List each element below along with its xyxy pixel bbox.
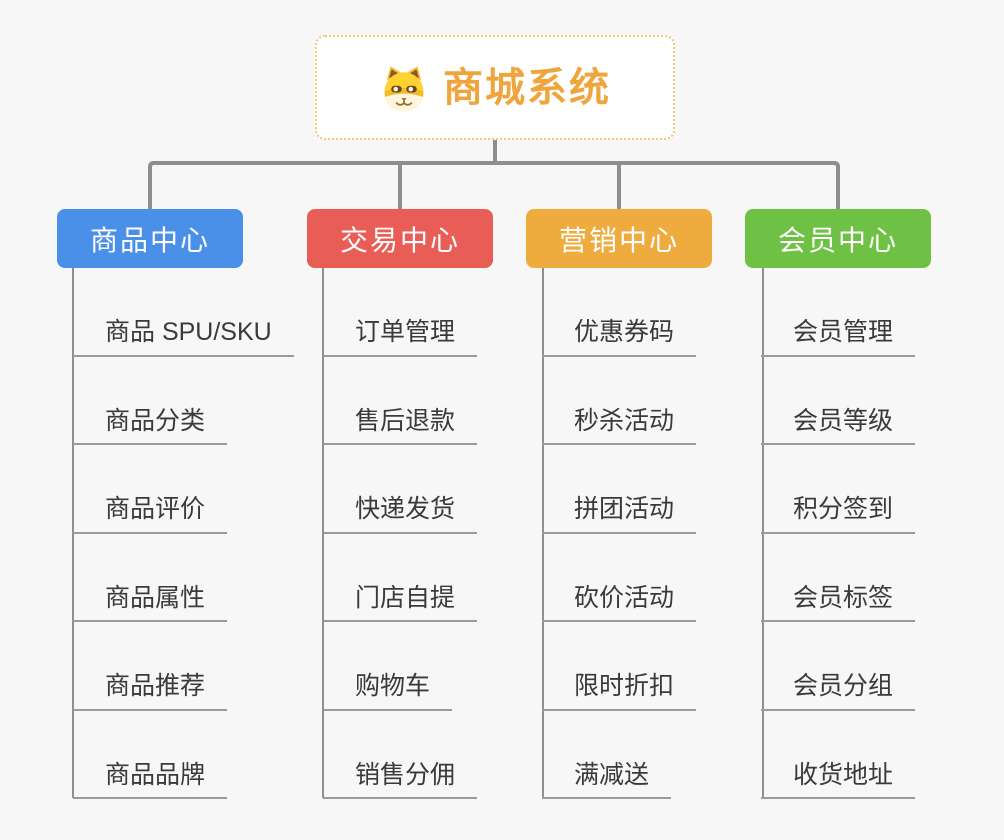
branch-label: 商品中心 [89,224,210,256]
branch-header-product-center[interactable]: 商品中心 [57,209,243,268]
node-product-recommend[interactable]: 商品推荐 [73,622,317,711]
node-group-buy[interactable]: 拼团活动 [542,445,786,534]
node-sales-commission[interactable]: 销售分佣 [323,711,567,799]
node-shipping-address[interactable]: 收货地址 [761,711,1004,799]
branch-items: 优惠券码 秒杀活动 拼团活动 砍价活动 限时折扣 满减送 [542,268,786,799]
node-label: 会员等级 [761,405,916,445]
node-label: 满减送 [542,759,672,799]
node-full-reduction[interactable]: 满减送 [542,711,786,799]
node-label: 订单管理 [323,316,478,357]
node-member-tag[interactable]: 会员标签 [761,534,1004,622]
node-member-management[interactable]: 会员管理 [761,268,1004,357]
node-label: 商品评价 [73,493,228,534]
branch-items: 会员管理 会员等级 积分签到 会员标签 会员分组 收货地址 [761,268,1004,799]
node-label: 优惠券码 [542,316,697,357]
branch-label: 营销中心 [558,224,679,256]
node-label: 限时折扣 [542,670,697,711]
branch-product-center: 商品中心 商品 SPU/SKU 商品分类 商品评价 商品属性 商品推荐 商品品牌 [57,209,317,799]
node-product-spu-sku[interactable]: 商品 SPU/SKU [73,268,317,357]
node-label: 砍价活动 [542,582,697,622]
node-member-level[interactable]: 会员等级 [761,357,1004,445]
node-points-checkin[interactable]: 积分签到 [761,445,1004,534]
node-label: 积分签到 [761,493,916,534]
node-label: 会员分组 [761,670,916,711]
node-label: 快递发货 [323,493,478,534]
node-label: 商品推荐 [73,670,228,711]
node-order-management[interactable]: 订单管理 [323,268,567,357]
branch-member-center: 会员中心 会员管理 会员等级 积分签到 会员标签 会员分组 收货地址 [745,209,1004,799]
node-label: 门店自提 [323,582,478,622]
node-express-shipping[interactable]: 快递发货 [323,445,567,534]
node-label: 拼团活动 [542,493,697,534]
branch-header-marketing-center[interactable]: 营销中心 [526,209,712,268]
node-label: 秒杀活动 [542,405,697,445]
branch-label: 会员中心 [777,224,898,256]
branch-header-trade-center[interactable]: 交易中心 [307,209,493,268]
node-product-attribute[interactable]: 商品属性 [73,534,317,622]
node-label: 商品 SPU/SKU [73,316,294,357]
branch-items: 商品 SPU/SKU 商品分类 商品评价 商品属性 商品推荐 商品品牌 [73,268,317,799]
node-label: 会员管理 [761,316,916,357]
node-label: 销售分佣 [323,759,478,799]
node-aftersale-refund[interactable]: 售后退款 [323,357,567,445]
node-label: 商品属性 [73,582,228,622]
root-node-mall-system[interactable]: 商城系统 [315,35,675,140]
node-label: 收货地址 [761,759,916,799]
node-label: 售后退款 [323,405,478,445]
node-label: 商品分类 [73,405,228,445]
root-title: 商城系统 [443,65,611,110]
branch-header-member-center[interactable]: 会员中心 [745,209,931,268]
dog-face-icon [384,65,424,111]
node-shopping-cart[interactable]: 购物车 [323,622,567,711]
node-product-brand[interactable]: 商品品牌 [73,711,317,799]
branch-marketing-center: 营销中心 优惠券码 秒杀活动 拼团活动 砍价活动 限时折扣 满减送 [526,209,786,799]
branch-items: 订单管理 售后退款 快递发货 门店自提 购物车 销售分佣 [323,268,567,799]
node-bargain-activity[interactable]: 砍价活动 [542,534,786,622]
node-product-review[interactable]: 商品评价 [73,445,317,534]
node-limited-time-discount[interactable]: 限时折扣 [542,622,786,711]
node-label: 购物车 [323,670,453,711]
node-product-category[interactable]: 商品分类 [73,357,317,445]
node-member-group[interactable]: 会员分组 [761,622,1004,711]
branch-label: 交易中心 [339,224,460,256]
node-flash-sale[interactable]: 秒杀活动 [542,357,786,445]
node-store-pickup[interactable]: 门店自提 [323,534,567,622]
node-coupon-code[interactable]: 优惠券码 [542,268,786,357]
branch-trade-center: 交易中心 订单管理 售后退款 快递发货 门店自提 购物车 销售分佣 [307,209,567,799]
node-label: 商品品牌 [73,759,228,799]
node-label: 会员标签 [761,582,916,622]
